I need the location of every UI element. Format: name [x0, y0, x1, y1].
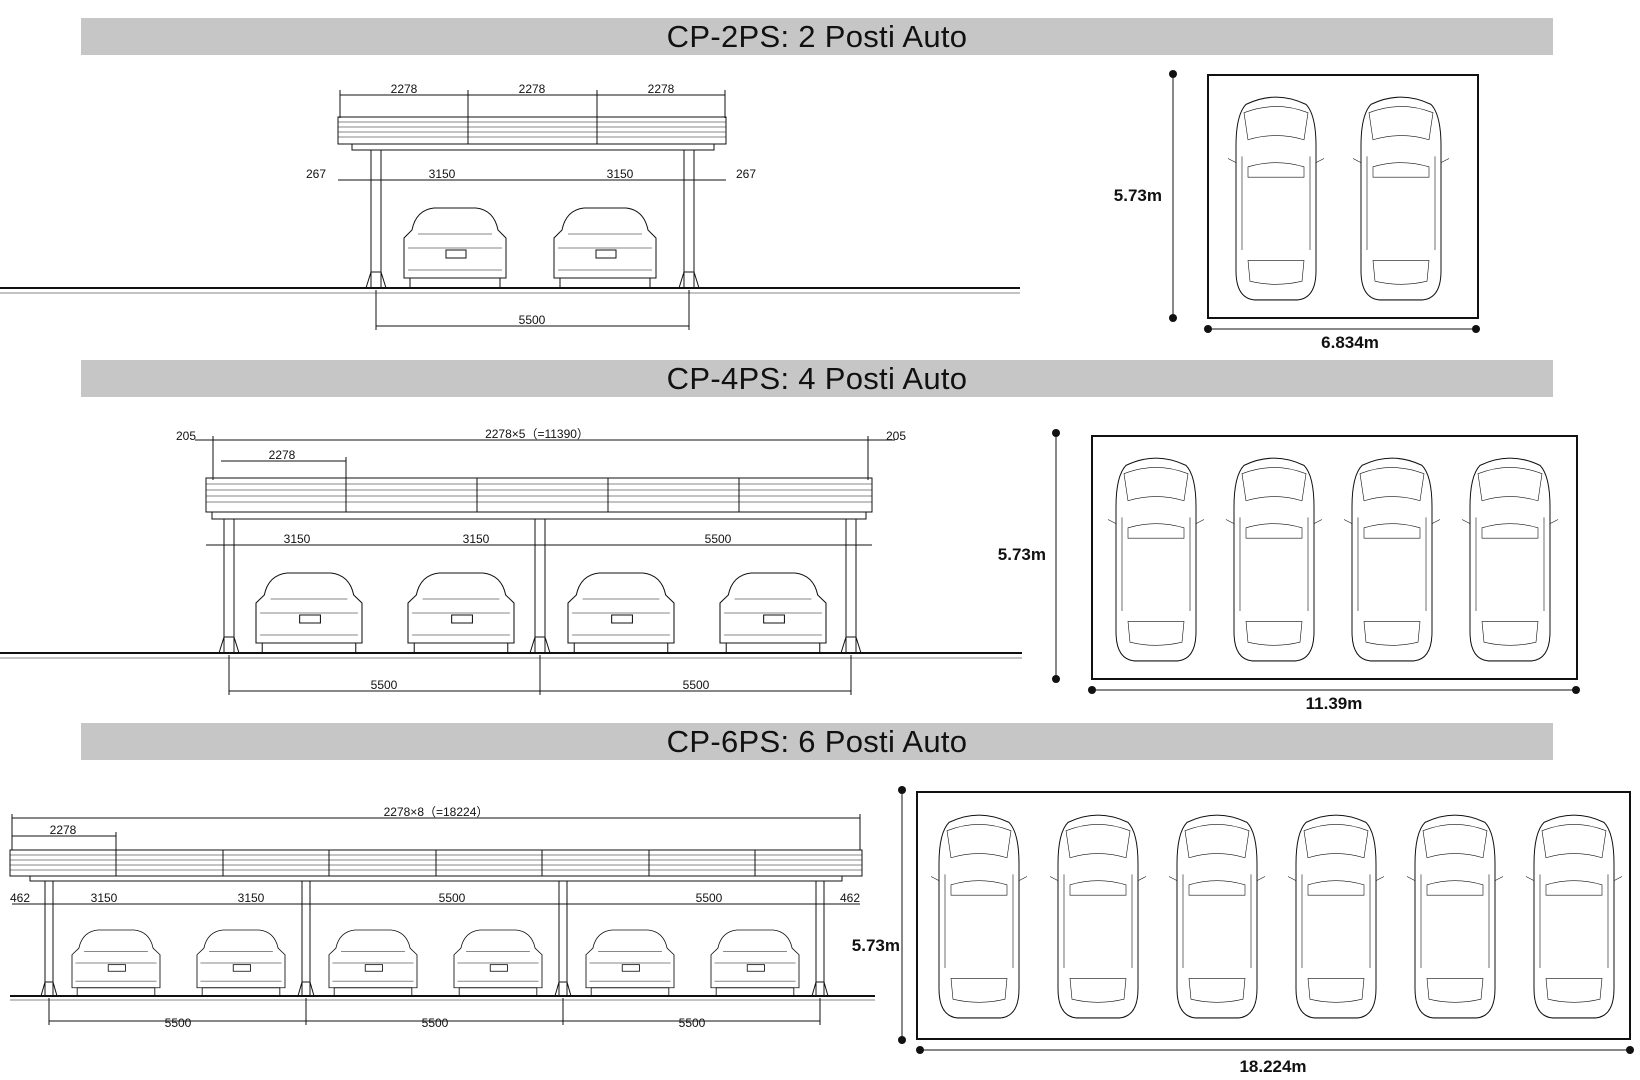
support-column [40, 880, 58, 997]
dimension-label: 5500 [696, 891, 723, 905]
dimension-label: 2278 [50, 823, 77, 837]
parking-area-outline [1207, 74, 1479, 319]
plan-height-label: 5.73m [998, 545, 1046, 564]
support-column [554, 880, 572, 997]
dimension-label: 462 [840, 891, 860, 905]
car-rear-view [255, 572, 363, 654]
plan-view-cp2ps: 5.73m 6.834m [1114, 70, 1480, 352]
dimension-label: 2278 [391, 82, 418, 96]
dimension-label: 2278×8（=18224） [384, 805, 489, 819]
section-title-cp4ps: CP-4PS: 4 Posti Auto [666, 361, 968, 396]
dimension-label: 5500 [679, 1016, 706, 1030]
dimension-label: 3150 [284, 532, 311, 546]
section-title-bar-cp2ps: CP-2PS: 2 Posti Auto [81, 18, 1553, 55]
dimension-label: 2278 [519, 82, 546, 96]
plan-view-cp6ps: 5.73m 18.224m [852, 786, 1634, 1076]
elevation-cp6ps: 2278×8（=18224） 2278 462 3150 3150 5500 5… [9, 805, 875, 1030]
plan-width-label: 18.224m [1239, 1057, 1306, 1076]
car-top-view [1461, 457, 1559, 662]
dimension-label: 3150 [429, 167, 456, 181]
plan-view-cp4ps: 5.73m 11.39m [998, 429, 1580, 713]
car-top-view [1107, 457, 1205, 662]
support-column [678, 149, 700, 289]
dimension-label: 5500 [422, 1016, 449, 1030]
dimension-label: 267 [306, 167, 326, 181]
roof-panels [205, 477, 873, 520]
car-top-view [1525, 814, 1623, 1019]
support-column [529, 518, 551, 654]
car-top-view [1049, 814, 1147, 1019]
plan-height-label: 5.73m [1114, 186, 1162, 205]
dimension-label: 267 [736, 167, 756, 181]
car-top-view [1406, 814, 1504, 1019]
dimension-label: 3150 [463, 532, 490, 546]
plan-height-label: 5.73m [852, 936, 900, 955]
roof-panels [9, 849, 863, 882]
parking-area-outline [916, 791, 1631, 1040]
car-rear-view [407, 572, 515, 654]
dimension-label: 5500 [519, 313, 546, 327]
car-rear-view [328, 929, 418, 997]
dimension-label: 5500 [165, 1016, 192, 1030]
car-rear-view [453, 929, 543, 997]
car-top-view [1343, 457, 1441, 662]
car-rear-view [553, 207, 657, 289]
car-rear-view [567, 572, 675, 654]
dimension-label: 3150 [238, 891, 265, 905]
car-rear-view [71, 929, 161, 997]
section-title-cp2ps: CP-2PS: 2 Posti Auto [666, 19, 968, 54]
plan-width-label: 6.834m [1321, 333, 1379, 352]
dimension-label: 3150 [607, 167, 634, 181]
section-title-bar-cp6ps: CP-6PS: 6 Posti Auto [81, 723, 1553, 760]
roof-panels [337, 116, 727, 151]
support-column [811, 880, 829, 997]
dimension-label: 2278 [648, 82, 675, 96]
car-top-view [1287, 814, 1385, 1019]
elevation-cp2ps: 2278 2278 2278 267 3150 3150 267 [0, 82, 1020, 330]
parking-area-outline [1091, 435, 1578, 680]
car-rear-view [585, 929, 675, 997]
car-top-view [1227, 96, 1325, 301]
dimension-label: 3150 [91, 891, 118, 905]
support-column [218, 518, 240, 654]
car-top-view [930, 814, 1028, 1019]
support-column [297, 880, 315, 997]
section-title-bar-cp4ps: CP-4PS: 4 Posti Auto [81, 360, 1553, 397]
support-column [365, 149, 387, 289]
car-top-view [1168, 814, 1266, 1019]
dimension-label: 2278×5（=11390） [485, 427, 589, 441]
dimension-label: 205 [886, 429, 906, 443]
dimension-label: 5500 [371, 678, 398, 692]
dimension-label: 2278 [269, 448, 296, 462]
car-rear-view [403, 207, 507, 289]
car-top-view [1225, 457, 1323, 662]
dimension-label: 5500 [439, 891, 466, 905]
section-title-cp6ps: CP-6PS: 6 Posti Auto [666, 724, 968, 759]
elevation-cp4ps: 205 2278×5（=11390） 205 2278 3150 3150 55… [0, 427, 1022, 695]
car-rear-view [196, 929, 286, 997]
support-column [840, 518, 862, 654]
plan-width-label: 11.39m [1306, 694, 1363, 713]
dimension-label: 205 [176, 429, 196, 443]
car-top-view [1352, 96, 1450, 301]
dimension-label: 462 [10, 891, 30, 905]
dimension-label: 5500 [683, 678, 710, 692]
car-rear-view [710, 929, 800, 997]
car-rear-view [719, 572, 827, 654]
dimension-label: 5500 [705, 532, 732, 546]
